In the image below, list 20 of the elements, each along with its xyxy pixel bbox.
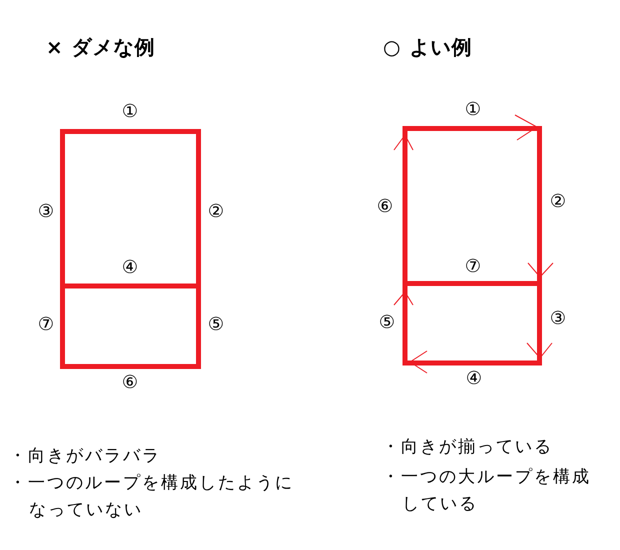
callout-number: ⑤ — [208, 316, 224, 334]
callout-number: ⑦ — [464, 258, 482, 276]
callout-number: ② — [208, 203, 224, 221]
example-heading: × ダメな例 — [46, 35, 156, 59]
bullet-item: ・向きがバラバラ — [9, 445, 162, 468]
callout-number: ② — [550, 193, 566, 211]
example-heading: ○ よい例 — [383, 35, 472, 59]
callout-number: ③ — [38, 203, 54, 221]
callout-number: ③ — [550, 310, 566, 328]
callout-number: ⑥ — [122, 374, 138, 392]
callout-number: ⑥ — [376, 198, 394, 216]
callout-number: ④ — [122, 259, 138, 277]
callout-number: ⑤ — [378, 314, 396, 332]
callout-number: ⑦ — [38, 316, 54, 334]
bullet-item: ・向きが揃っている — [382, 436, 554, 459]
bullet-item: ・一つの大ループを構成している — [382, 466, 592, 516]
callout-number: ① — [464, 101, 482, 119]
callout-number: ④ — [466, 370, 482, 388]
bullet-item: ・一つのループを構成したようになっていない — [9, 472, 295, 522]
callout-number: ① — [122, 103, 138, 121]
